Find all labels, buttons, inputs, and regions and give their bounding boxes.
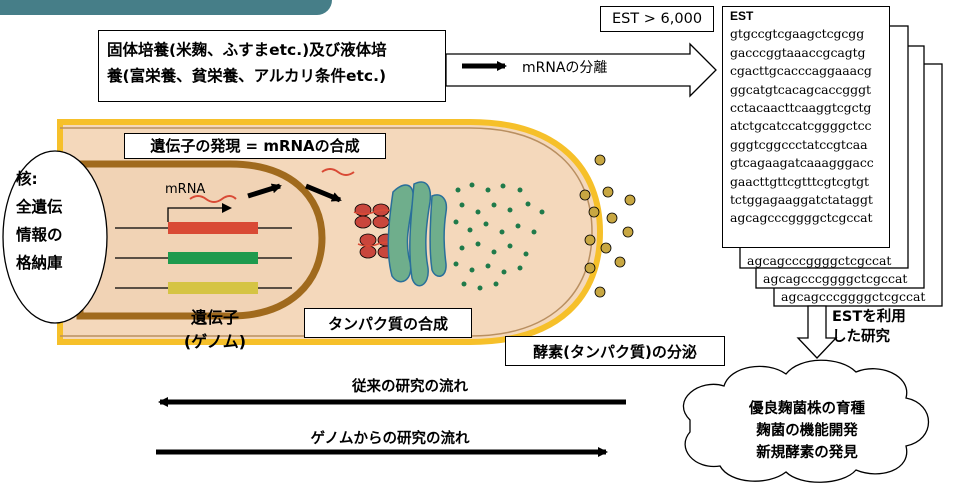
gene-yellow: [168, 282, 258, 294]
gene-line-2: (ゲノム): [183, 332, 247, 351]
nucleus-oval: [2, 150, 108, 324]
cell-inner-border: [60, 127, 593, 337]
mrna-squiggle: [189, 195, 237, 203]
est-seq-line: gtcagaagatcaaagggacc: [730, 155, 874, 171]
nucleus-membrane: [76, 160, 326, 320]
protein-dots: [453, 182, 545, 291]
nucleus-line: 全遺伝: [16, 198, 63, 216]
outcome-item: 麹菌の機能開発: [756, 423, 858, 439]
gene-expression-label: 遺伝子の発現 = mRNAの合成: [124, 133, 386, 159]
est-seq-line: agcagcccggggctcgccat: [730, 210, 873, 226]
est-seq-line: ggcatgtcacagcaccgggt: [730, 81, 871, 97]
est-seq-line: gaacttgttcgtttcgtcgtgt: [730, 173, 869, 189]
use-est-line-2: した研究: [832, 329, 890, 345]
down-block-arrow: [796, 305, 838, 359]
est-seq-line: tctggagaaggatctataggt: [730, 192, 873, 208]
nucleus-line: 情報の: [16, 226, 63, 244]
est-count-box: EST > 6,000: [600, 6, 714, 32]
gene-line-1: 遺伝子: [190, 308, 239, 327]
nucleus-line: 格納庫: [16, 254, 63, 272]
genome-flow-label: ゲノムからの研究の流れ: [310, 431, 470, 447]
mrna-separation-label: mRNAの分離: [522, 60, 608, 76]
mrna-block-arrow: [445, 42, 717, 98]
culture-line-1: 固体培養(米麹、ふすまetc.)及び液体培: [107, 41, 387, 59]
title-bar: [0, 0, 332, 15]
outcome-item: 優良麹菌株の育種: [749, 401, 865, 417]
est-seq-line: cgacttgcacccaggaaacg: [730, 63, 872, 79]
golgi: [387, 181, 448, 287]
culture-conditions-box: 固体培養(米麹、ふすまetc.)及び液体培 養(富栄養、貧栄養、アルカリ条件et…: [98, 30, 446, 102]
mrna-label: mRNA: [165, 182, 206, 197]
est-seq-line: atctgcatccatcggggctcc: [730, 118, 872, 134]
outcomes-text: 優良麹菌株の育種 麹菌の機能開発 新規酵素の発見: [712, 398, 902, 464]
est-seq-line: gtgccgtcgaagctcgcgg: [730, 26, 865, 42]
est-back-line: agcagcccggggctcgccat: [781, 289, 926, 304]
est-back-line: agcagcccggggctcgccat: [747, 253, 892, 268]
culture-line-2: 養(富栄養、貧栄養、アルカリ条件etc.): [107, 67, 387, 85]
protein-synthesis-label: タンパク質の合成: [304, 308, 472, 338]
enzyme-secretion-label: 酵素(タンパク質)の分泌: [505, 336, 725, 366]
gene-label: 遺伝子 (ゲノム): [172, 306, 258, 354]
use-est-label: ESTを利用 した研究: [832, 307, 906, 347]
conventional-flow-label: 従来の研究の流れ: [352, 379, 468, 395]
nucleus-label: 核: 全遺伝 情報の 格納庫: [16, 165, 96, 277]
est-seq-line: gacccggtaaaccgcagtg: [730, 44, 866, 60]
est-seq-line: cctacaacttcaaggtcgctg: [730, 100, 872, 116]
nucleus-line: 核:: [16, 170, 38, 188]
est-sequence-sheet: EST gtgccgtcgaagctcgcgg gacccggtaaaccgca…: [722, 6, 890, 248]
use-est-line-1: ESTを利用: [832, 309, 906, 325]
gene-red: [168, 222, 258, 234]
est-sheet-header: EST: [730, 9, 754, 23]
est-back-line: agcagcccggggctcgccat: [763, 271, 908, 286]
enzyme-dots: [579, 154, 636, 298]
outcome-cloud: [682, 359, 930, 483]
outcome-item: 新規酵素の発見: [756, 445, 858, 461]
est-seq-line: gggtcggccctatccgtcaa: [730, 136, 868, 152]
gene-green: [168, 252, 258, 264]
